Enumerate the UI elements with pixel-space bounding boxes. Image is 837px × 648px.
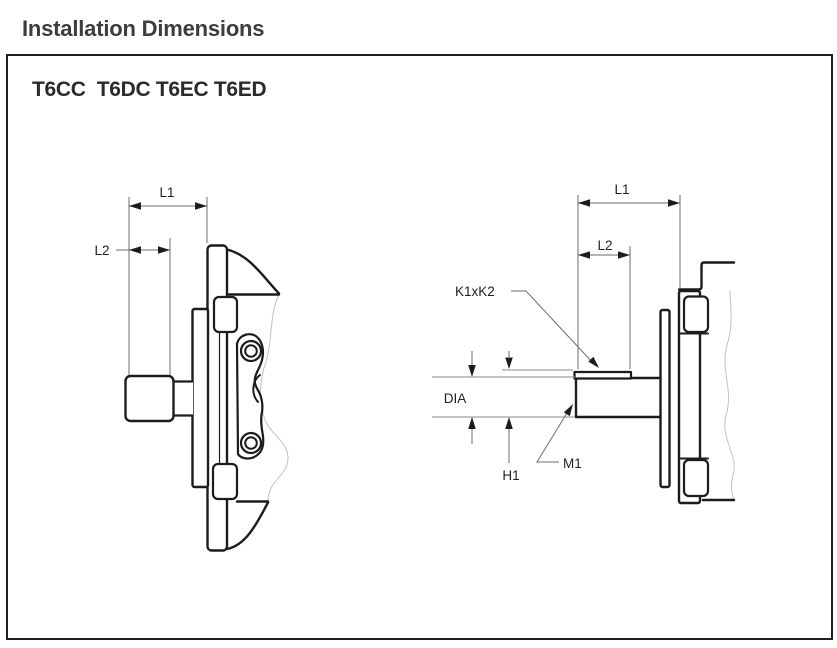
left-dim-l1: L1 xyxy=(128,185,208,375)
right-view: L1 L2 K1xK2 DIA xyxy=(432,182,736,505)
left-shaft-neck-fill xyxy=(173,382,193,415)
left-body-bottom-curve xyxy=(228,502,268,549)
left-bolt-hole-bottom xyxy=(239,431,263,455)
left-body-bottom-curve-stroke xyxy=(225,500,270,551)
right-callout-key: K1xK2 xyxy=(455,284,599,368)
right-dim-l1-label: L1 xyxy=(614,182,629,197)
right-dim-l2-label: L2 xyxy=(597,238,612,253)
right-body-break-line xyxy=(724,261,735,501)
right-callout-m1: M1 xyxy=(536,404,582,471)
left-adapter-plate xyxy=(191,307,210,489)
left-dim-l1-label: L1 xyxy=(159,185,174,200)
left-body-top-curve-stroke xyxy=(225,248,281,296)
left-bolt-hole-top xyxy=(239,339,263,363)
right-body-cap-fill xyxy=(702,261,734,291)
left-shaft xyxy=(124,374,175,423)
right-dim-l2: L2 xyxy=(578,238,631,369)
left-dim-l2: L2 xyxy=(94,238,171,375)
right-dim-h1: H1 xyxy=(502,351,573,483)
right-dim-dia: DIA xyxy=(432,351,575,444)
pump-series-title: T6CC T6DC T6EC T6ED xyxy=(32,78,267,101)
left-view: L1 L2 xyxy=(94,185,289,552)
right-shaft xyxy=(574,376,664,419)
left-boss-top xyxy=(212,295,239,334)
right-callout-key-label: K1xK2 xyxy=(455,284,495,299)
right-body-cap xyxy=(677,261,736,291)
page-title: Installation Dimensions xyxy=(22,16,265,41)
left-boss-bottom xyxy=(211,462,239,501)
right-callout-m1-label: M1 xyxy=(563,456,582,471)
left-body-break-line xyxy=(259,293,289,502)
right-boss-bottom xyxy=(682,458,710,498)
left-body-top-curve xyxy=(228,250,279,295)
right-boss-seats xyxy=(678,332,709,460)
right-flange-plate xyxy=(677,289,702,505)
right-dim-l1: L1 xyxy=(577,182,681,369)
left-bolt-pad xyxy=(235,333,265,460)
right-adapter-plate xyxy=(659,308,671,489)
right-boss-top xyxy=(682,295,710,334)
right-dim-h1-label: H1 xyxy=(502,468,519,483)
left-shaft-neck xyxy=(171,380,194,417)
right-shaft-key xyxy=(573,370,633,380)
left-dim-l2-label: L2 xyxy=(94,243,109,258)
left-flange-plate xyxy=(206,244,229,552)
left-cast-notch xyxy=(252,374,261,403)
right-dim-dia-label: DIA xyxy=(444,391,467,406)
